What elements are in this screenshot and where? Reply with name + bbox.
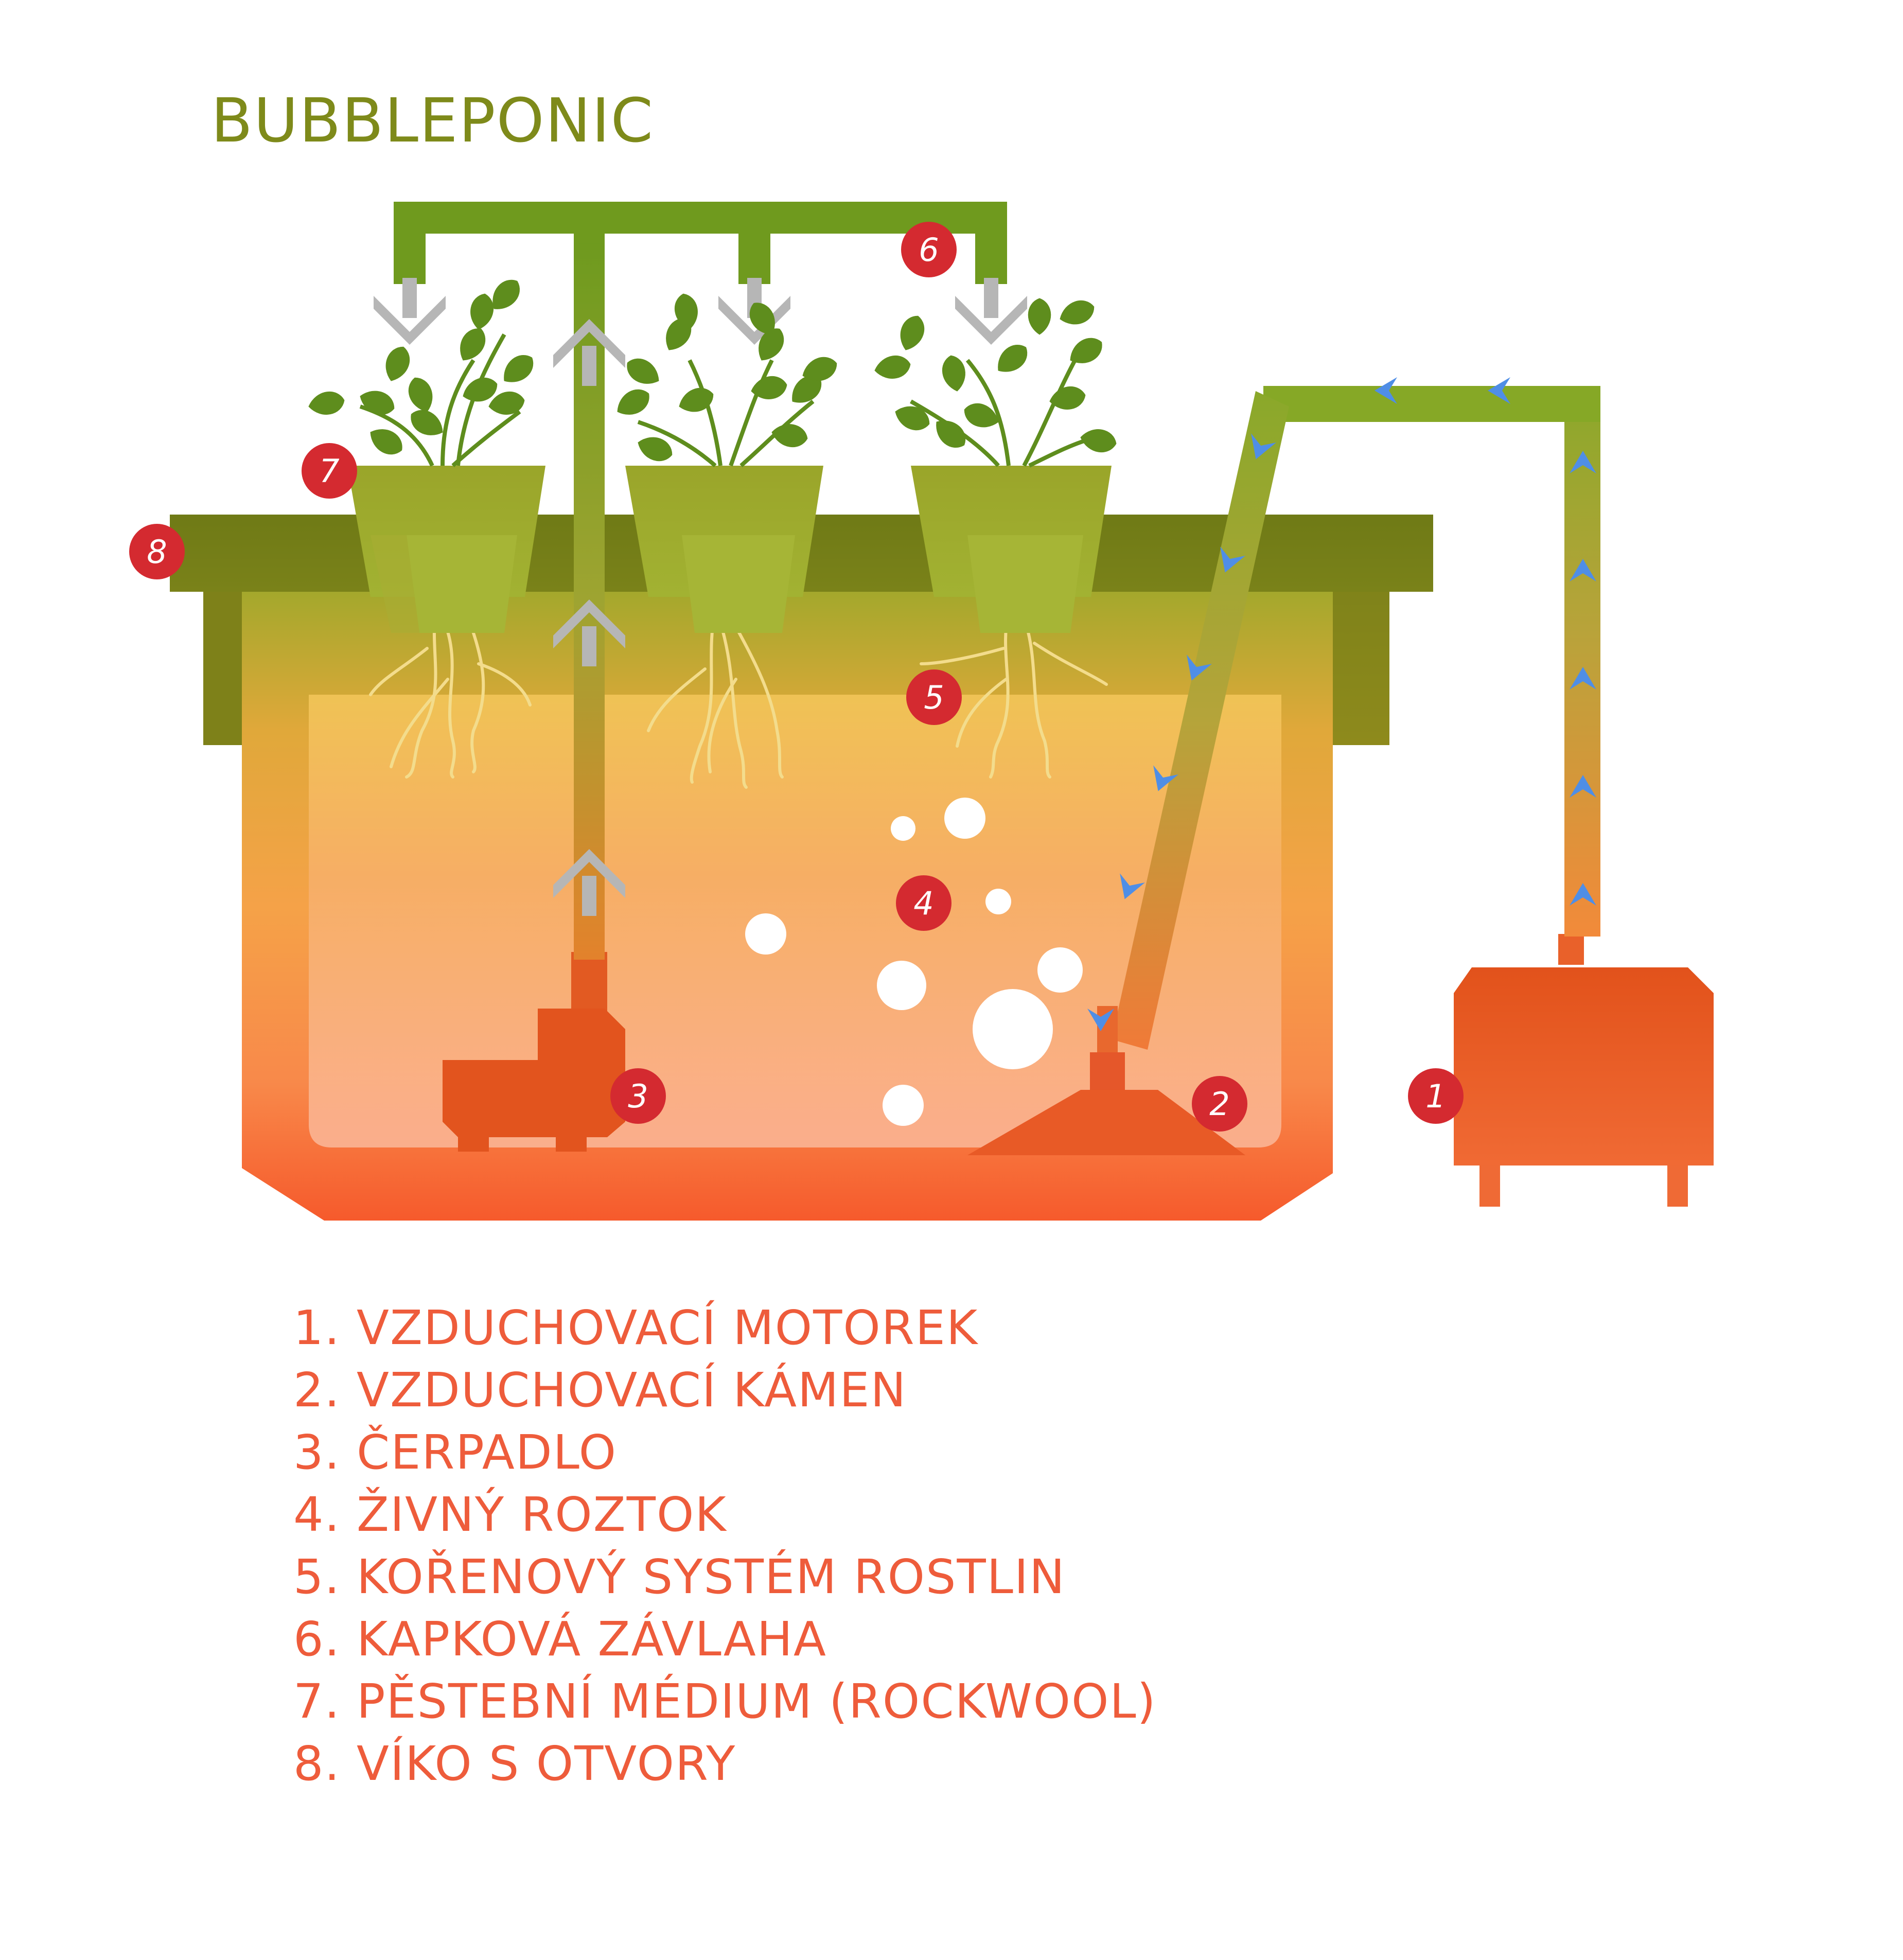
- root-system: [369, 598, 1108, 789]
- legend-item-3: 3. ČERPADLO: [293, 1425, 618, 1480]
- badge-6: 6: [901, 222, 957, 277]
- badge-3: 3: [610, 1068, 666, 1124]
- badge-3-number: 3: [628, 1078, 648, 1115]
- legend-item-5: 5. KOŘENOVÝ SYSTÉM ROSTLIN: [293, 1549, 1066, 1604]
- badge-8: 8: [129, 524, 185, 579]
- legend-item-8: 8. VÍKO S OTVORY: [293, 1736, 736, 1791]
- badge-4: 4: [896, 875, 952, 931]
- pot-3: [911, 466, 1112, 633]
- badge-7-number: 7: [319, 452, 339, 490]
- plant-3: [872, 296, 1119, 468]
- badge-2: 2: [1192, 1076, 1247, 1132]
- pot-2: [625, 466, 823, 633]
- badge-6-number: 6: [919, 231, 939, 269]
- drip-manifold: [394, 202, 1007, 284]
- plant-1: [306, 273, 540, 467]
- badge-5: 5: [906, 669, 962, 725]
- legend-item-1: 1. VZDUCHOVACÍ MOTOREK: [293, 1300, 979, 1355]
- legend-item-4: 4. ŽIVNÝ ROZTOK: [293, 1487, 727, 1542]
- badge-2-number: 2: [1209, 1085, 1229, 1123]
- legend-item-2: 2. VZDUCHOVACÍ KÁMEN: [293, 1363, 907, 1418]
- air-tube: [1097, 386, 1600, 1063]
- badge-8-number: 8: [147, 533, 167, 571]
- pot-1: [347, 466, 545, 633]
- air-bubbles: [745, 798, 1083, 1126]
- water-pump: [443, 952, 625, 1152]
- legend-item-6: 6. KAPKOVÁ ZÁVLAHA: [293, 1612, 827, 1667]
- plant-2: [611, 291, 841, 468]
- badge-1-number: 1: [1425, 1078, 1446, 1115]
- badge-1: 1: [1408, 1068, 1464, 1124]
- badge-5-number: 5: [924, 679, 944, 716]
- diagram-title: BUBBLEPONIC: [211, 85, 655, 156]
- badge-4-number: 4: [913, 885, 933, 922]
- air-pump: [1454, 934, 1714, 1207]
- badge-7: 7: [302, 443, 357, 499]
- legend-list: 1. VZDUCHOVACÍ MOTOREK 2. VZDUCHOVACÍ KÁ…: [293, 1297, 1157, 1795]
- air-stone: [967, 1052, 1245, 1155]
- legend-item-7: 7. PĚSTEBNÍ MÉDIUM (ROCKWOOL): [293, 1674, 1157, 1729]
